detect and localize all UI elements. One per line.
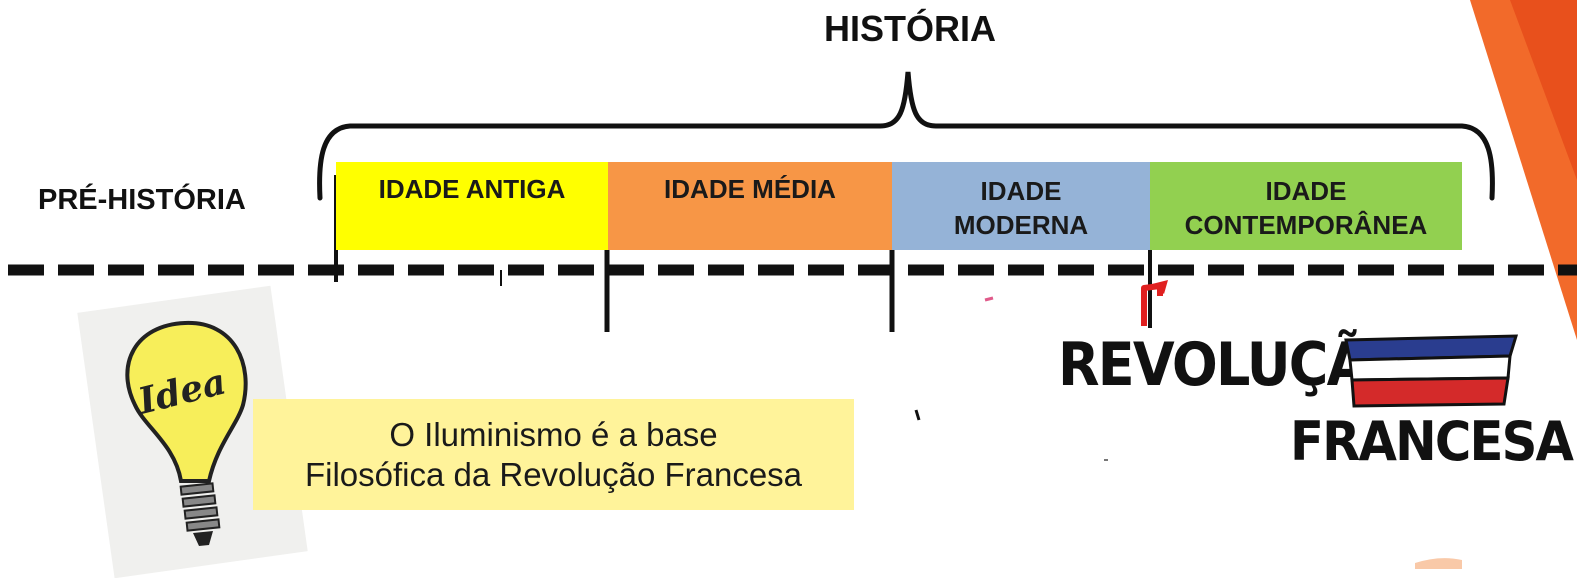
history-title: HISTÓRIA [823, 8, 996, 49]
era-idade-antiga: IDADE ANTIGA [336, 162, 608, 250]
era-idade-contemporanea: IDADE CONTEMPORÂNEA [1150, 162, 1462, 250]
logo-francesa: FRANCESA [1290, 410, 1574, 473]
era-label: IDADE MODERNA [953, 176, 1089, 240]
lightbulb-icon: Idea [125, 320, 248, 546]
french-flag-icon [1344, 334, 1519, 408]
era-label: IDADE MÉDIA [664, 174, 836, 204]
era-idade-media: IDADE MÉDIA [608, 162, 892, 250]
iluminismo-note: O Iluminismo é a base Filosófica da Revo… [253, 399, 854, 510]
note-line-2: Filosófica da Revolução Francesa [304, 455, 803, 493]
era-idade-moderna: IDADE MODERNA [892, 162, 1150, 250]
history-brace [317, 71, 1495, 201]
era-label: IDADE ANTIGA [378, 174, 566, 204]
era-label: IDADE CONTEMPORÂNEA [1184, 176, 1428, 240]
prehistory-label: PRÉ-HISTÓRIA [38, 184, 246, 216]
revolution-marker [1141, 283, 1163, 326]
note-line-1: O Iluminismo é a base [389, 415, 718, 453]
